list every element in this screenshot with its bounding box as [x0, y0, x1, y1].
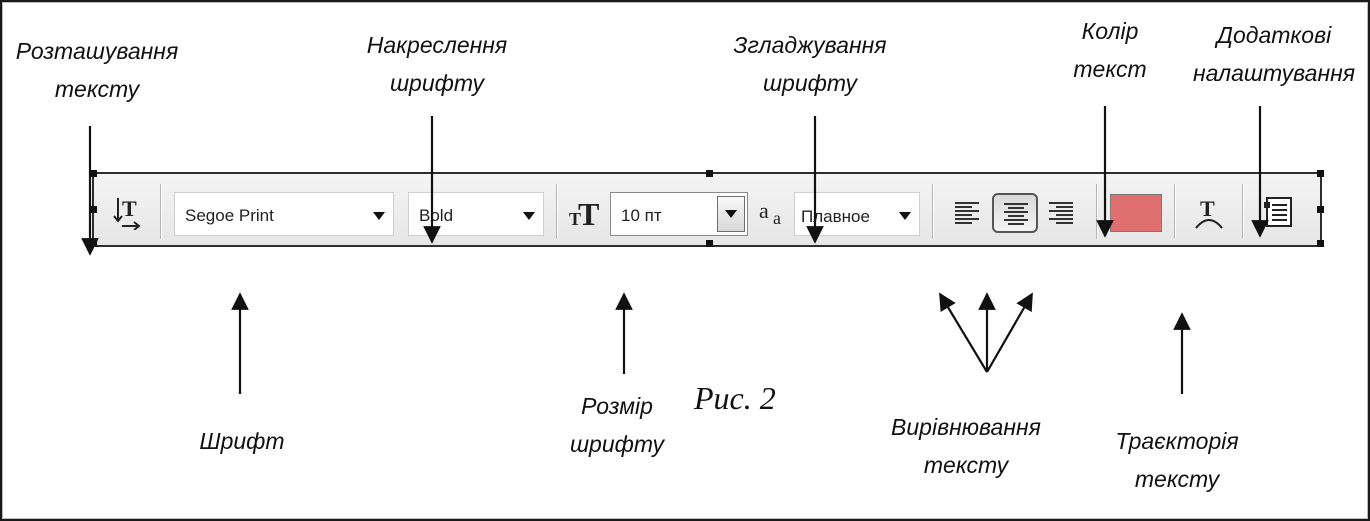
separator: [1096, 184, 1097, 239]
align-right-icon[interactable]: [1046, 198, 1076, 228]
corner-handle: [90, 170, 97, 177]
chevron-down-icon: [725, 210, 737, 218]
arrow-align-left: [939, 292, 988, 373]
character-panel-icon[interactable]: [1262, 194, 1296, 230]
chevron-down-icon: [899, 212, 911, 220]
svg-text:T: T: [578, 196, 599, 230]
warp-text-icon[interactable]: T: [1192, 194, 1226, 232]
corner-handle: [1317, 170, 1324, 177]
separator: [1242, 184, 1243, 239]
text-color-swatch[interactable]: [1110, 194, 1162, 232]
orientation-icon[interactable]: T: [112, 194, 142, 230]
font-family-select[interactable]: Segoe Print: [174, 192, 394, 236]
font-size-dropdown-button[interactable]: [717, 196, 745, 232]
edge-handle: [90, 206, 97, 213]
chevron-down-icon: [373, 212, 385, 220]
separator: [932, 184, 933, 239]
chevron-down-icon: [523, 212, 535, 220]
svg-text:T: T: [569, 209, 581, 229]
separator: [1174, 184, 1175, 239]
figure-caption: Рис. 2: [694, 380, 776, 416]
svg-text:T: T: [1200, 196, 1215, 221]
label-font: Шрифт: [199, 428, 285, 454]
align-left-icon[interactable]: [952, 198, 982, 228]
svg-text:a: a: [773, 208, 781, 228]
font-style-select[interactable]: Bold: [408, 192, 544, 236]
edge-handle: [1317, 206, 1324, 213]
align-center-button[interactable]: [992, 193, 1038, 233]
separator: [556, 184, 557, 239]
font-size-combo[interactable]: 10 пт: [610, 192, 748, 236]
edge-handle: [706, 170, 713, 177]
font-size-icon: T T: [569, 196, 599, 230]
corner-handle: [1317, 240, 1324, 247]
arrow-align-right: [986, 292, 1033, 373]
align-center-icon: [1004, 203, 1028, 225]
svg-text:T: T: [122, 196, 137, 221]
edge-handle: [706, 240, 713, 247]
antialias-icon: a a: [759, 198, 781, 228]
svg-text:a: a: [759, 198, 769, 223]
separator: [160, 184, 161, 239]
